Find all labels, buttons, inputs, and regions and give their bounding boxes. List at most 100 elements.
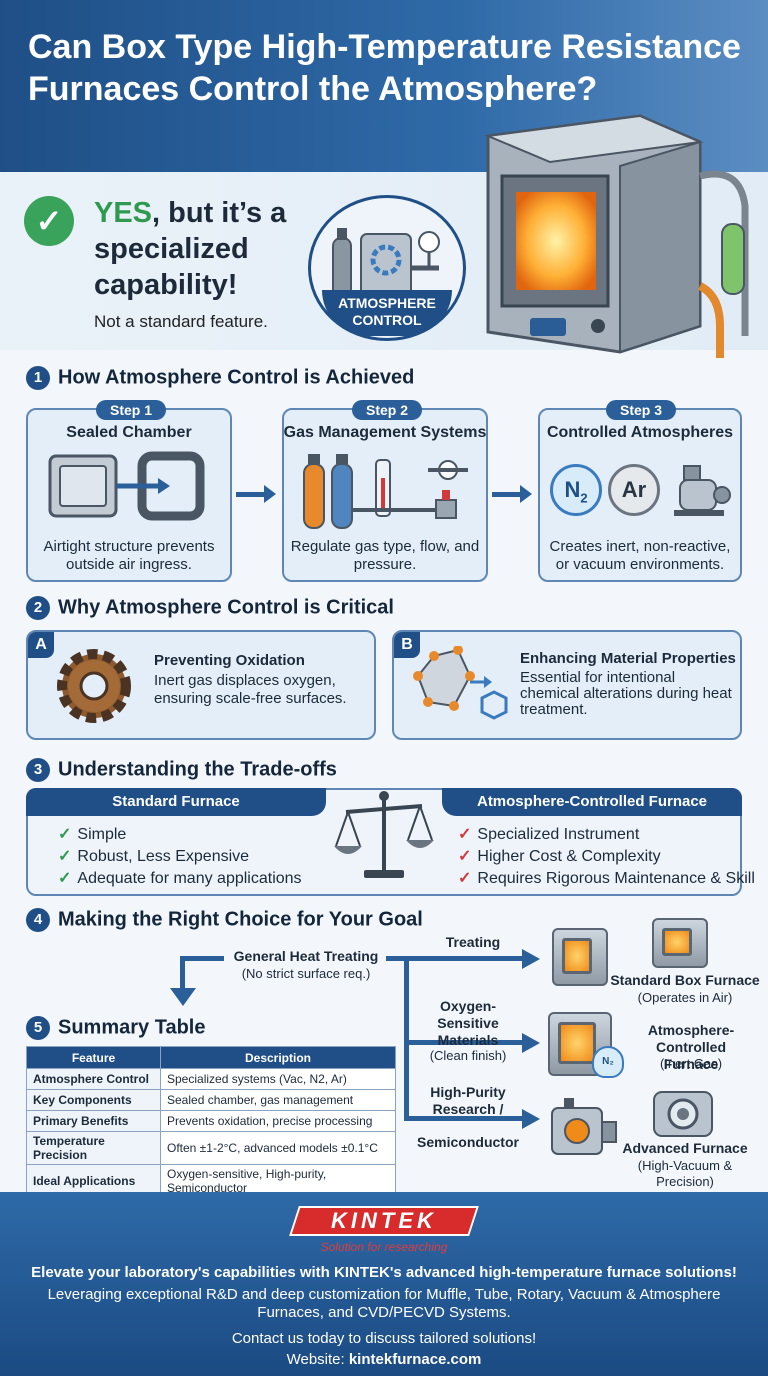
hero-rest: , but it’s a specialized capability! xyxy=(94,197,287,301)
section-title: How Atmosphere Control is Achieved xyxy=(58,366,415,389)
warning-check-icon: ✓ xyxy=(458,826,472,843)
section-2-heading: 2 Why Atmosphere Control is Critical xyxy=(26,596,394,620)
column-header: Feature xyxy=(26,1046,161,1069)
crystal-structure-icon xyxy=(413,646,508,720)
table-cell: Often ±1-2°C, advanced models ±0.1°C xyxy=(160,1131,396,1165)
path-label: Oxygen-Sensitive Materials xyxy=(437,998,499,1048)
path-label: Semiconductor xyxy=(417,1134,519,1150)
device-subtitle: (Inert Gas) xyxy=(659,1056,723,1071)
warning-check-icon: ✓ xyxy=(458,848,472,865)
table-header-row: Feature Description xyxy=(26,1046,396,1069)
balance-scale-icon xyxy=(334,791,434,878)
item-text: Robust, Less Expensive xyxy=(77,848,250,865)
flow-line xyxy=(404,958,409,1118)
flow-line xyxy=(180,956,224,961)
card-title: Preventing Oxidation xyxy=(154,652,305,669)
device-title: Advanced Furnace xyxy=(622,1140,748,1156)
step-title: Sealed Chamber xyxy=(66,424,192,441)
list-item: ✓Requires Rigorous Maintenance & Skill xyxy=(458,868,755,890)
step-tag: Step 3 xyxy=(606,400,677,420)
card-text: Inert gas displaces oxygen, ensuring sca… xyxy=(154,672,347,707)
furnace-illustration xyxy=(484,114,749,358)
section-1-heading: 1 How Atmosphere Control is Achieved xyxy=(26,366,414,390)
page-title: Can Box Type High-Temperature Resistance… xyxy=(28,28,741,108)
start-node-title: General Heat Treating xyxy=(233,948,379,964)
flow-line xyxy=(404,1116,524,1121)
list-item: ✓ Robust, Less Expensive xyxy=(58,846,302,868)
path-sublabel: (Clean finish) xyxy=(429,1048,507,1063)
path-label: Treating xyxy=(445,934,501,950)
hero-answer: YES, but it’s a specialized capability! xyxy=(94,195,324,303)
item-text: Simple xyxy=(77,826,127,843)
atmosphere-control-badge: ATMOSPHERE CONTROL xyxy=(322,290,452,336)
section-title: Understanding the Trade-offs xyxy=(58,758,337,781)
vacuum-pump-icon xyxy=(674,465,731,516)
list-item: ✓Specialized Instrument xyxy=(458,824,755,846)
nitrogen-icon: N2 xyxy=(550,464,602,516)
arrow-right-icon xyxy=(522,1033,540,1053)
list-item: ✓Simple xyxy=(58,824,302,846)
arrow-right-icon xyxy=(522,949,540,969)
check-icon: ✓ xyxy=(58,848,72,865)
rusty-gear-icon xyxy=(57,649,131,723)
step-title: Controlled Atmospheres xyxy=(546,424,734,441)
box-furnace-icon xyxy=(652,918,708,968)
device-subtitle: (Operates in Air) xyxy=(637,990,733,1005)
logo-slogan: Solution for researching xyxy=(320,1240,448,1254)
card-letter: B xyxy=(394,632,420,658)
step-tag: Step 2 xyxy=(352,400,423,420)
sealed-chamber-icon xyxy=(48,451,205,521)
checkmark-icon: ✓ xyxy=(24,196,74,246)
yes-text: YES xyxy=(94,197,153,229)
controlled-furnace-title: Atmosphere-Controlled Furnace xyxy=(442,788,742,816)
section-title: Making the Right Choice for Your Goal xyxy=(58,908,423,931)
section-number: 1 xyxy=(26,366,50,390)
item-text: Adequate for many applications xyxy=(77,870,302,887)
section-title: Why Atmosphere Control is Critical xyxy=(58,596,394,619)
standard-furnace-title: Standard Furnace xyxy=(26,788,326,816)
n2-subscript: 2 xyxy=(580,490,588,506)
n2-flask-icon: N₂ xyxy=(592,1046,624,1078)
card-text: Essential for intentional chemical alter… xyxy=(520,669,732,718)
footer-description: Leveraging exceptional R&D and deep cust… xyxy=(47,1286,721,1321)
section-number: 5 xyxy=(26,1016,50,1040)
table-cell: Specialized systems (Vac, N2, Ar) xyxy=(160,1068,396,1090)
device-title: Atmosphere-Controlled Furnace xyxy=(647,1022,735,1072)
hero-subtitle: Not a standard feature. xyxy=(94,312,268,331)
list-item: ✓Adequate for many applications xyxy=(58,868,302,890)
vacuum-system-icon xyxy=(551,1098,617,1155)
card-letter: A xyxy=(28,632,54,658)
advanced-furnace-icon xyxy=(653,1091,713,1137)
flow-line xyxy=(386,956,524,961)
n2-label: N xyxy=(564,477,581,502)
card-title: Enhancing Material Properties xyxy=(520,650,736,667)
item-text: Higher Cost & Complexity xyxy=(477,848,661,865)
step-text: Creates inert, non-reactive, or vacuum e… xyxy=(549,538,731,573)
table-cell: Atmosphere Control xyxy=(26,1068,161,1090)
website-link[interactable]: kintekfurnace.com xyxy=(348,1351,482,1368)
step-text: Regulate gas type, flow, and pressure. xyxy=(290,538,480,573)
table-cell: Primary Benefits xyxy=(26,1110,161,1132)
section-number: 2 xyxy=(26,596,50,620)
flow-arrow xyxy=(492,485,532,503)
footer-headline: Elevate your laboratory's capabilities w… xyxy=(31,1264,737,1281)
standard-box-furnace-icon xyxy=(552,928,608,986)
table-cell: Key Components xyxy=(26,1089,161,1111)
column-header: Description xyxy=(160,1046,396,1069)
flow-line xyxy=(404,1040,524,1045)
section-number: 3 xyxy=(26,758,50,782)
table-cell: Temperature Precision xyxy=(26,1131,161,1165)
path-label: High-Purity Research / xyxy=(430,1084,506,1117)
arrow-right-icon xyxy=(522,1109,540,1129)
section-number: 4 xyxy=(26,908,50,932)
website-label: Website: xyxy=(286,1351,349,1368)
device-subtitle: (High-Vacuum & Precision) xyxy=(637,1158,733,1189)
table-cell: Sealed chamber, gas management xyxy=(160,1089,396,1111)
warning-check-icon: ✓ xyxy=(458,870,472,887)
